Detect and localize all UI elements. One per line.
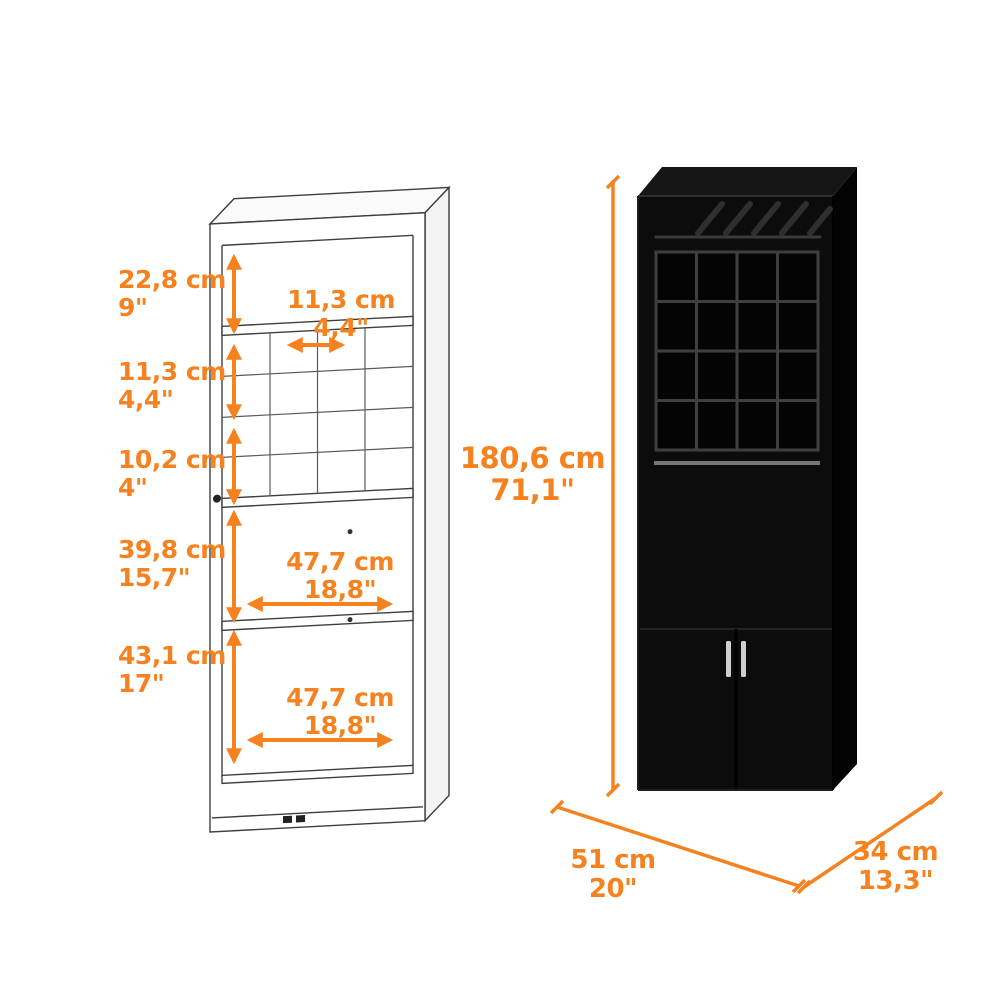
dim-cm-text: 47,7 cm bbox=[286, 683, 394, 712]
wireframe-foot-right bbox=[296, 815, 305, 823]
dim-in-text: 18,8" bbox=[303, 710, 377, 740]
dim-bottom-interior-width-label: 47,7 cm 18,8" bbox=[285, 684, 395, 739]
cabinet-top-face bbox=[638, 167, 857, 196]
left-dimension-arrows bbox=[226, 253, 394, 765]
dim-cm-text: 11,3 cm bbox=[287, 285, 395, 314]
wireframe-front-face bbox=[209, 211, 426, 833]
wireframe-shelf-3 bbox=[221, 610, 414, 632]
dim-in-text: 20" bbox=[588, 873, 638, 904]
dim-cm-text: 10,2 cm bbox=[118, 445, 226, 474]
dim-cm-text: 180,6 cm bbox=[459, 441, 606, 475]
wireframe-shelf-pin-2 bbox=[347, 617, 353, 623]
tick-height-top bbox=[605, 174, 621, 190]
line-overall-depth bbox=[803, 796, 937, 889]
wireframe-bottom-board bbox=[221, 764, 414, 785]
dim-in-text: 13,3" bbox=[857, 865, 934, 896]
dim-cm-text: 22,8 cm bbox=[118, 265, 226, 294]
dim-cube-width-label: 11,3 cm 4,4" bbox=[286, 286, 396, 341]
dim-cube-row-height-label: 10,2 cm 4" bbox=[118, 446, 226, 501]
tick-height-bottom bbox=[605, 782, 621, 798]
dim-overall-width-label: 51 cm 20" bbox=[560, 846, 666, 903]
door-handle-right bbox=[741, 641, 746, 677]
dim-in-text: 18,8" bbox=[303, 574, 377, 604]
dim-in-text: 71,1" bbox=[490, 472, 575, 507]
wireframe-foot-left bbox=[283, 815, 292, 824]
wireframe-cabinet bbox=[208, 185, 451, 833]
right-dimension-lines bbox=[549, 174, 944, 895]
dim-overall-height-label: 180,6 cm 71,1" bbox=[455, 441, 610, 507]
wireframe-plinth-line bbox=[212, 806, 423, 819]
wireframe-shelf-pin-1 bbox=[347, 529, 353, 535]
dim-cm-text: 47,7 cm bbox=[286, 547, 394, 576]
dim-cm-text: 34 cm bbox=[852, 837, 939, 867]
tick-depth-start bbox=[796, 879, 812, 895]
wireframe-lock-detail bbox=[213, 494, 221, 503]
cabinet-doors bbox=[638, 628, 833, 791]
stemware-rack-icon bbox=[654, 201, 833, 239]
dim-in-text: 15,7" bbox=[118, 562, 191, 592]
dim-cm-text: 51 cm bbox=[570, 845, 656, 875]
dim-cube-height-label: 11,3 cm 4,4" bbox=[118, 358, 226, 413]
dim-bottom-section-height-label: 43,1 cm 17" bbox=[118, 642, 226, 697]
wireframe-top-rail bbox=[222, 234, 413, 247]
dim-in-text: 4,4" bbox=[118, 384, 174, 414]
dim-cm-text: 11,3 cm bbox=[118, 357, 226, 386]
line-overall-width bbox=[556, 805, 800, 888]
door-handle-left bbox=[726, 641, 731, 677]
wireframe-side-face bbox=[424, 185, 450, 823]
cabinet-side-face bbox=[833, 167, 857, 790]
tick-width-start bbox=[549, 799, 565, 815]
dim-overall-depth-label: 34 cm 13,3" bbox=[838, 838, 953, 895]
wireframe-wine-grid bbox=[222, 327, 413, 496]
dim-middle-interior-width-label: 47,7 cm 18,8" bbox=[285, 548, 395, 603]
tick-depth-end bbox=[928, 790, 944, 806]
dim-in-text: 17" bbox=[118, 668, 165, 698]
dim-cm-text: 39,8 cm bbox=[118, 535, 226, 564]
dim-middle-section-height-label: 39,8 cm 15,7" bbox=[118, 536, 226, 591]
dim-cm-text: 43,1 cm bbox=[118, 641, 226, 670]
dim-top-section-height-label: 22,8 cm 9" bbox=[118, 266, 226, 321]
wine-cube-grid bbox=[654, 250, 820, 452]
dim-in-text: 4" bbox=[118, 472, 148, 502]
tick-width-end bbox=[791, 878, 807, 894]
dim-in-text: 9" bbox=[118, 292, 148, 322]
dim-in-text: 4,4" bbox=[313, 312, 369, 342]
rendered-cabinet bbox=[637, 167, 857, 791]
